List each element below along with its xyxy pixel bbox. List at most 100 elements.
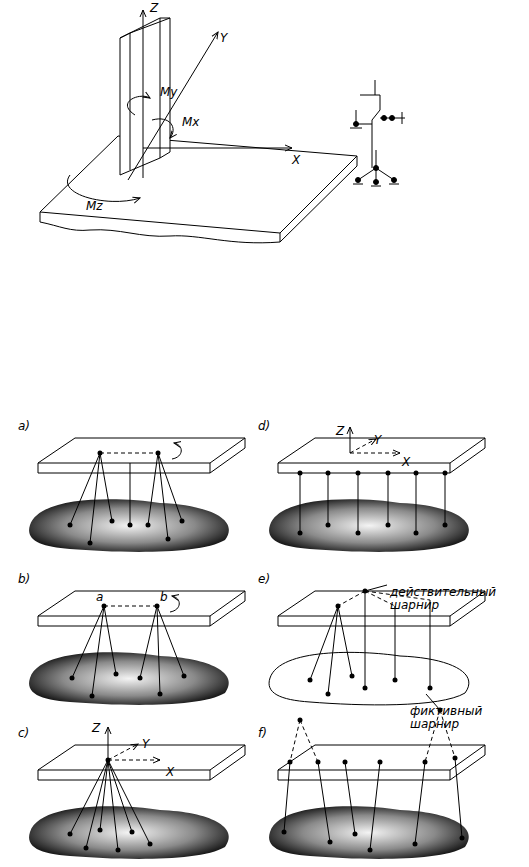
plate bbox=[38, 745, 245, 780]
plate bbox=[278, 745, 485, 780]
rod bbox=[370, 762, 380, 850]
hinge-dot bbox=[90, 694, 95, 699]
rod bbox=[415, 762, 425, 844]
x-axis bbox=[143, 148, 292, 149]
rod bbox=[430, 600, 431, 688]
rod bbox=[148, 453, 158, 525]
hinge-dot bbox=[298, 531, 303, 536]
rod bbox=[365, 591, 366, 688]
label: Y bbox=[220, 32, 227, 45]
hinge-dot bbox=[116, 848, 121, 853]
hinge-dot bbox=[68, 832, 73, 837]
rod bbox=[338, 606, 352, 676]
label: Y bbox=[142, 738, 149, 751]
plate bbox=[278, 438, 485, 473]
rod bbox=[395, 606, 396, 680]
dashed-link bbox=[104, 606, 157, 607]
rod bbox=[86, 760, 108, 848]
hinge-dot bbox=[88, 541, 93, 546]
plate bbox=[38, 438, 245, 473]
z-axis bbox=[143, 10, 144, 178]
rod bbox=[358, 473, 359, 533]
soil-mass bbox=[269, 499, 469, 552]
hinge-dot bbox=[130, 830, 135, 835]
hinge-dot bbox=[453, 756, 458, 761]
rod bbox=[158, 453, 182, 521]
hinge-dot bbox=[326, 692, 331, 697]
rod bbox=[300, 473, 301, 533]
axis bbox=[108, 744, 138, 760]
plate bbox=[38, 591, 245, 626]
label: My bbox=[160, 86, 177, 99]
hinge-dot bbox=[350, 674, 355, 679]
soil-mass bbox=[29, 652, 229, 705]
plate-thickness bbox=[40, 156, 357, 242]
hinge-dot bbox=[414, 531, 419, 536]
break-line bbox=[40, 222, 280, 243]
dashed-link bbox=[290, 720, 300, 762]
hinge-dot bbox=[353, 832, 358, 837]
hinge-dot bbox=[110, 519, 115, 524]
soil-mass bbox=[269, 652, 469, 705]
rod bbox=[328, 606, 338, 694]
label: X bbox=[166, 766, 174, 779]
hinge-dot bbox=[128, 523, 133, 528]
foundation-plate bbox=[40, 136, 357, 233]
label: Z bbox=[336, 425, 344, 438]
rod bbox=[455, 758, 462, 838]
leader-line bbox=[365, 585, 387, 591]
label: Y bbox=[374, 434, 381, 447]
label: a bbox=[96, 591, 103, 604]
hinge-dot bbox=[180, 519, 185, 524]
label: d) bbox=[258, 420, 270, 433]
soil-mass bbox=[29, 499, 229, 552]
rod bbox=[70, 760, 108, 834]
rod bbox=[284, 762, 290, 832]
soil-mass bbox=[29, 806, 229, 859]
axis bbox=[108, 760, 160, 761]
label: фиктивный шарнир bbox=[410, 705, 510, 731]
rod bbox=[318, 762, 330, 842]
label: a) bbox=[18, 420, 30, 433]
rod bbox=[157, 606, 184, 676]
label: Z bbox=[150, 2, 158, 15]
hinge-dot bbox=[138, 676, 143, 681]
hinge-dot bbox=[423, 760, 428, 765]
label: c) bbox=[18, 727, 29, 740]
label: f) bbox=[258, 727, 267, 740]
rod bbox=[416, 473, 417, 533]
hinge-dot bbox=[308, 678, 313, 683]
hinge-dot bbox=[393, 678, 398, 683]
hinge-dot bbox=[68, 523, 73, 528]
soil-mass bbox=[269, 806, 469, 859]
axis bbox=[350, 453, 400, 454]
y-axis bbox=[128, 32, 218, 180]
rod bbox=[345, 762, 355, 834]
axis bbox=[108, 727, 109, 760]
hinge-dot bbox=[84, 846, 89, 851]
rod bbox=[100, 760, 108, 830]
label: Mx bbox=[182, 116, 199, 129]
label: X bbox=[402, 456, 410, 469]
axis bbox=[350, 439, 376, 453]
rod bbox=[108, 760, 150, 844]
support-scheme bbox=[350, 80, 405, 186]
rod bbox=[100, 453, 112, 521]
hinge-dot bbox=[368, 848, 373, 853]
moment-arrow bbox=[152, 119, 173, 138]
hinge-dot bbox=[386, 523, 391, 528]
rotation-arrow bbox=[172, 443, 181, 459]
hinge-dot bbox=[182, 674, 187, 679]
hinge-dot bbox=[363, 686, 368, 691]
axis bbox=[350, 427, 351, 453]
hinge-dot bbox=[343, 760, 348, 765]
label: Mz bbox=[86, 200, 103, 213]
label: b bbox=[160, 591, 168, 604]
hinge-dot bbox=[460, 836, 465, 841]
rod bbox=[90, 453, 100, 543]
hinge-dot bbox=[428, 686, 433, 691]
hinge-dot bbox=[166, 537, 171, 542]
hinge-dot bbox=[146, 523, 151, 528]
rod bbox=[157, 606, 160, 694]
